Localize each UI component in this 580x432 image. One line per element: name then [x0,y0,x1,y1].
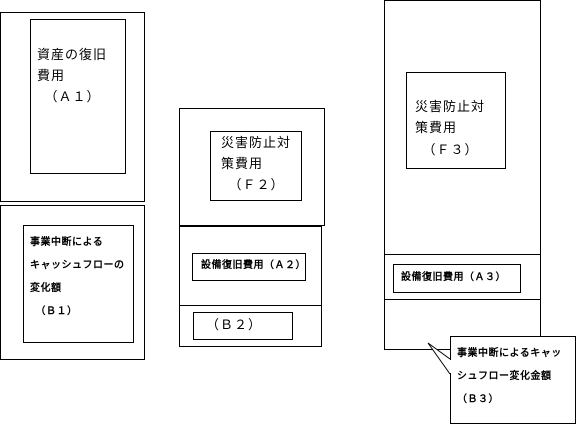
disaster-prevention-cost-label-f3: 災害防止対 策費用 （Ｆ３） [415,100,486,158]
b2-label: （Ｂ２） [206,318,263,333]
callout-tail-gap [450,360,451,373]
column3-middle-section [384,254,541,300]
equipment-recovery-cost-label-a2: 設備復旧費用（Ａ２） [201,260,306,271]
asset-recovery-cost-box: 資産の復旧 費用 （Ａ１） [30,19,126,174]
disaster-prevention-cost-box-f3: 災害防止対 策費用 （Ｆ３） [406,72,506,169]
equipment-recovery-cost-box-a3: 設備復旧費用（Ａ３） [393,264,521,293]
b3-callout-label: 事業中断によるキャッ シュフロー変化金額 （Ｂ３） [457,348,562,405]
equipment-recovery-cost-label-a3: 設備復旧費用（Ａ３） [401,272,506,283]
cashflow-change-label: 事業中断による キャッシュフローの 変化額 （Ｂ１） [30,237,125,317]
cashflow-change-box: 事業中断による キャッシュフローの 変化額 （Ｂ１） [23,225,134,343]
b2-box: （Ｂ２） [193,312,293,340]
b3-callout-box: 事業中断によるキャッ シュフロー変化金額 （Ｂ３） [450,336,576,424]
equipment-recovery-cost-box-a2: 設備復旧費用（Ａ２） [192,253,306,281]
disaster-prevention-cost-box-f2: 災害防止対 策費用 （Ｆ２） [210,131,302,201]
asset-recovery-cost-label: 資産の復旧 費用 （Ａ１） [37,48,108,105]
disaster-prevention-cost-label-f2: 災害防止対 策費用 （Ｆ２） [221,136,292,193]
